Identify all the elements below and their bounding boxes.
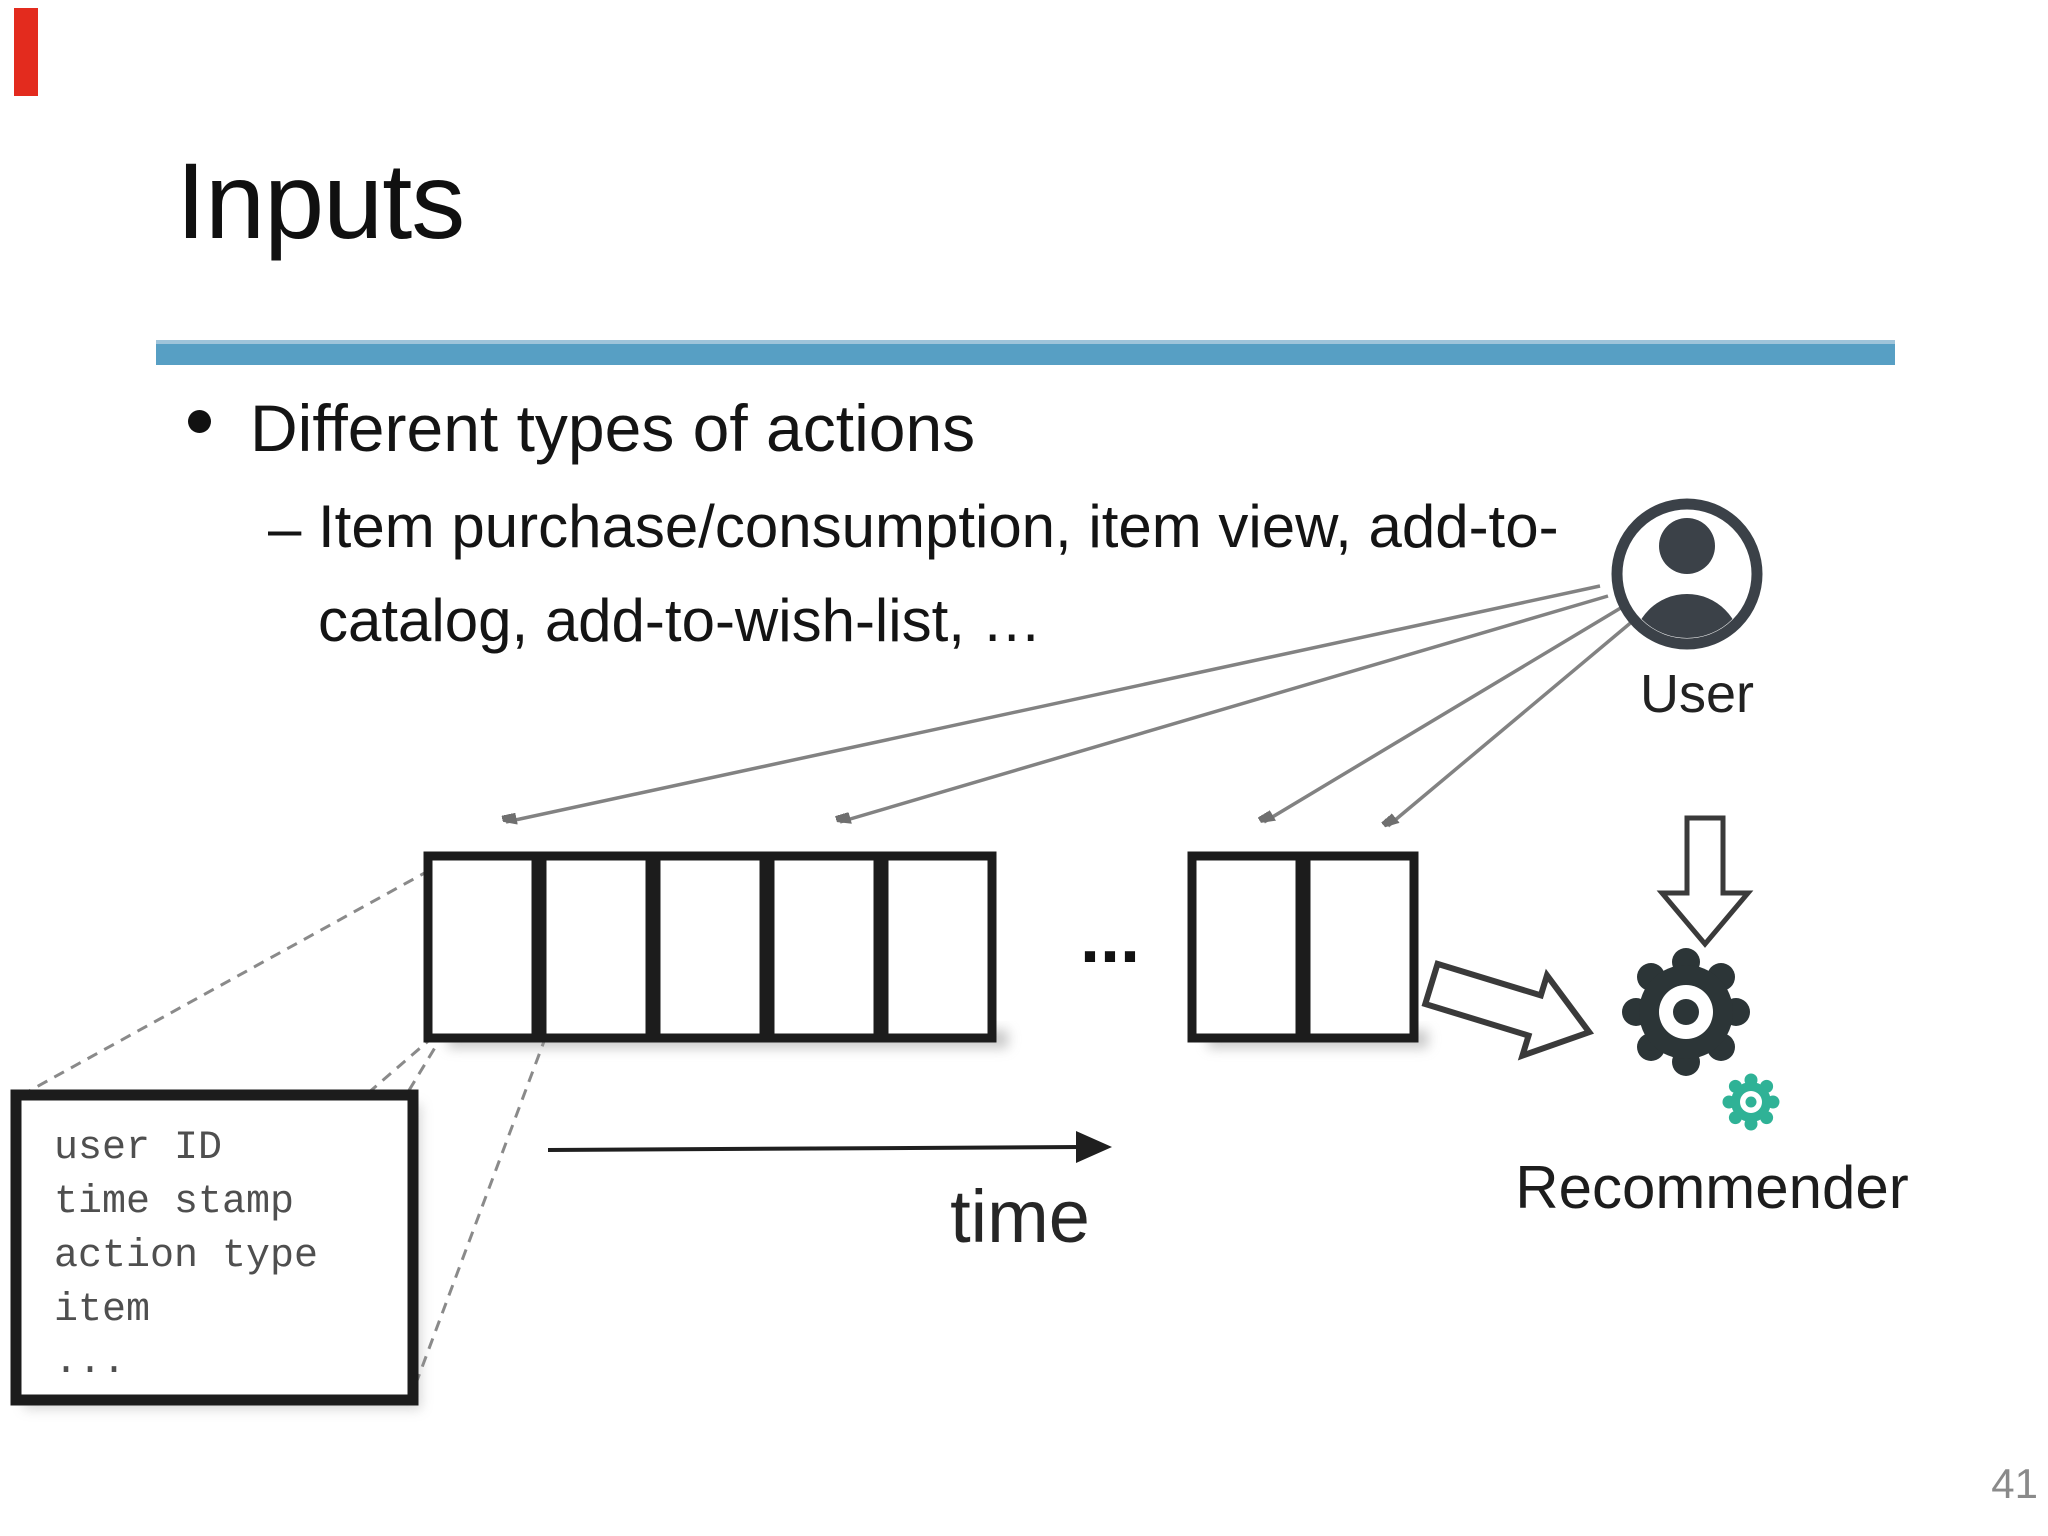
page-title: Inputs	[176, 140, 465, 261]
sub-bullet-line1: Item purchase/consumption, item view, ad…	[318, 493, 1559, 560]
time-axis	[547, 1145, 1083, 1152]
timeline-cell	[1187, 851, 1305, 1043]
gap-ellipsis: ...	[1080, 898, 1140, 978]
title-divider	[156, 340, 1895, 365]
timeline-cell	[879, 851, 997, 1043]
bullet-dot-icon	[188, 410, 211, 433]
sub-bullet-line2: catalog, add-to-wish-list, …	[318, 587, 1042, 654]
page-number: 41	[1991, 1460, 2038, 1507]
flow-down-arrow-icon	[1656, 815, 1754, 948]
timeline-right-group	[1187, 851, 1419, 1043]
record-card	[10, 1089, 419, 1406]
action-arrow	[506, 584, 1601, 822]
timeline-cell	[765, 851, 883, 1043]
sub-bullet-dash: –	[268, 495, 302, 562]
timeline-left-group	[423, 851, 997, 1043]
user-label: User	[1640, 664, 1754, 724]
record-fields: user ID time stamp action type item ...	[54, 1126, 318, 1385]
record-field: time stamp	[54, 1180, 294, 1225]
action-arrow	[1388, 613, 1642, 826]
recording-marker	[14, 8, 38, 96]
record-field: ...	[54, 1340, 126, 1385]
user-avatar-icon	[1611, 498, 1763, 650]
timeline-cell	[1301, 851, 1419, 1043]
small-gear-icon	[1722, 1073, 1780, 1131]
recommender-label: Recommender	[1515, 1154, 1909, 1221]
leader-line	[19, 868, 431, 1098]
time-axis-arrowhead	[1076, 1131, 1112, 1163]
user-action-arrows	[506, 584, 1642, 826]
recommender-gear-icon	[1622, 948, 1750, 1076]
action-arrow	[840, 594, 1609, 822]
timeline-cell	[423, 851, 541, 1043]
action-arrow	[1264, 604, 1625, 822]
flow-right-arrow-icon	[1421, 960, 1595, 1061]
time-label: time	[950, 1175, 1090, 1258]
record-field: user ID	[54, 1126, 222, 1171]
record-field: action type	[54, 1234, 318, 1279]
timeline-cell	[537, 851, 655, 1043]
timeline-cell	[651, 851, 769, 1043]
bullet-text: Different types of actions	[250, 391, 976, 465]
leader-line	[410, 1035, 548, 1395]
record-field: item	[54, 1288, 150, 1333]
